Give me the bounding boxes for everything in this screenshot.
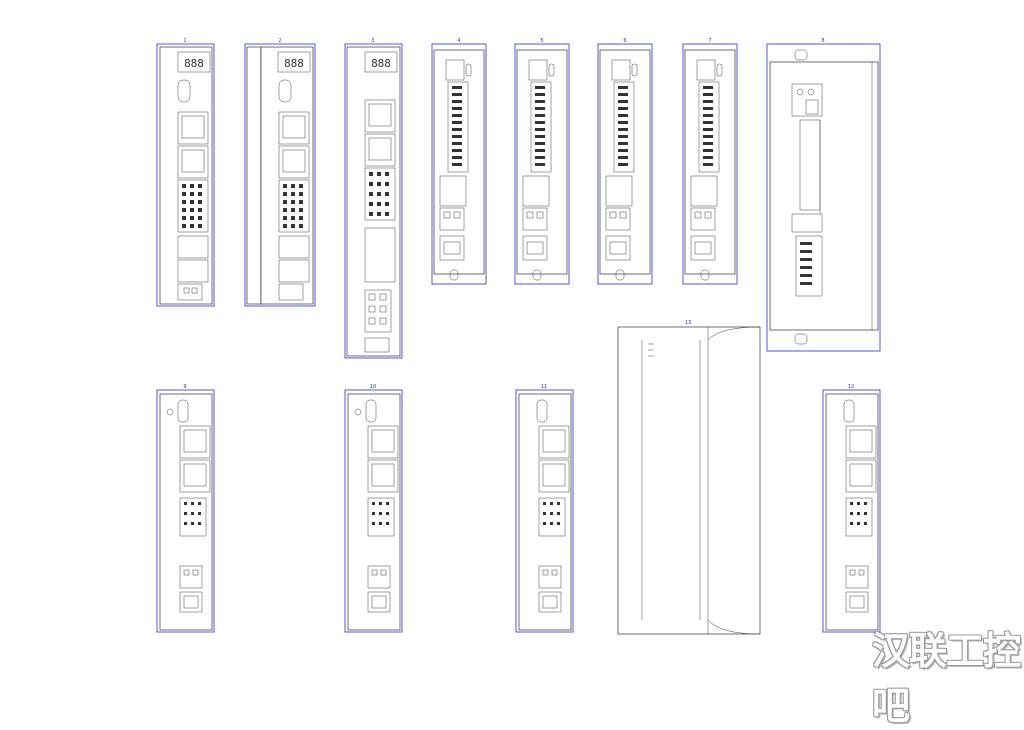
view-label-6: 6 [623, 38, 626, 44]
view-label-2: 2 [278, 38, 281, 44]
view-label-11: 11 [541, 384, 547, 390]
view-label-10: 10 [370, 384, 376, 390]
view-label-9: 9 [183, 384, 186, 390]
led-digits: 888 [184, 57, 204, 70]
drive-view-2: 2 888 [244, 38, 316, 307]
drive-view-11: 11 [515, 384, 574, 633]
view-label-13: 13 [685, 320, 691, 326]
drive-view-5: 5 [514, 38, 570, 285]
power-terminal-block [795, 235, 823, 297]
view-label-4: 4 [457, 38, 460, 44]
drive-view-10: 10 [344, 384, 403, 633]
view-label-12: 12 [848, 384, 854, 390]
rj45-port-2 [177, 145, 209, 179]
led-digits: 888 [371, 57, 391, 70]
watermark-logo: 汉联工控吧 [872, 629, 1021, 728]
drive-view-1: 1 888 [156, 38, 215, 307]
drive-view-7: 7 [682, 38, 738, 285]
terminal-strip [447, 81, 469, 173]
drive-view-9: 9 [156, 384, 215, 633]
view-label-5: 5 [540, 38, 543, 44]
view-label-3: 3 [371, 38, 374, 44]
led-digits: 888 [284, 57, 304, 70]
drive-view-6: 6 [597, 38, 653, 285]
drive-view-4: 4 [431, 38, 487, 285]
drive-view-12: 12 [822, 384, 881, 633]
view-label-7: 7 [708, 38, 711, 44]
drive-view-3: 3 888 [344, 38, 403, 359]
drive-view-8: 8 [766, 38, 881, 352]
power-connector [177, 283, 203, 301]
io-terminal-block [177, 179, 209, 233]
rj45-port-1 [177, 111, 209, 145]
view-label-1: 1 [183, 38, 186, 44]
drive-view-13: 13 [617, 320, 761, 635]
led-display [177, 51, 211, 73]
view-label-8: 8 [821, 38, 824, 44]
drawing-sheet: 1 888 2 888 [156, 38, 881, 635]
